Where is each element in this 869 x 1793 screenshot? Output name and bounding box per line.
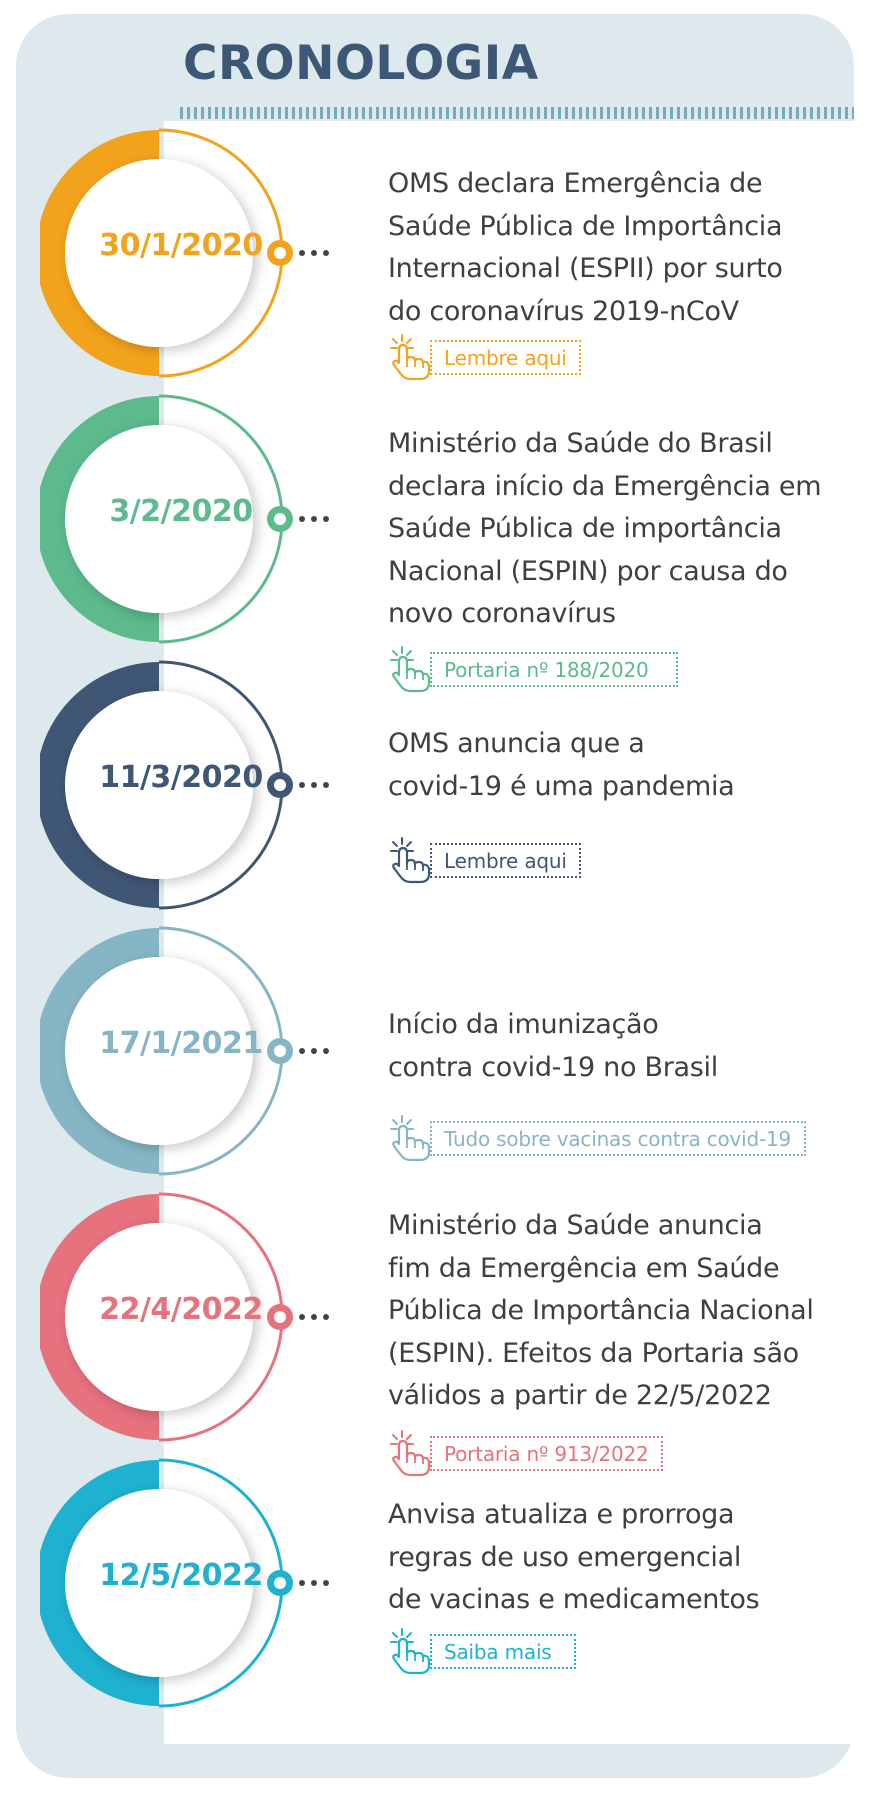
timeline-link-button[interactable]: Portaria nº 913/2022 <box>388 1427 663 1477</box>
timeline-ring <box>40 660 293 910</box>
connector-dots <box>299 1314 329 1320</box>
timeline-description: OMS anuncia que a covid-19 é uma pandemi… <box>388 728 735 802</box>
timeline-link-button[interactable]: Portaria nº 188/2020 <box>388 643 678 693</box>
pointing-hand-icon <box>390 334 431 381</box>
tick-ruler <box>180 107 854 119</box>
timeline-link-button[interactable]: Lembre aqui <box>388 834 581 884</box>
timeline-link-label[interactable]: Tudo sobre vacinas contra covid-19 <box>430 1121 806 1156</box>
connector-dots <box>299 250 329 256</box>
timeline-link-label[interactable]: Lembre aqui <box>430 340 581 375</box>
content-panel <box>164 121 854 1744</box>
timeline-date: 30/1/2020 <box>99 228 263 263</box>
timeline-ring <box>40 394 293 644</box>
connector-dots <box>299 1048 329 1054</box>
timeline-ring <box>40 128 293 378</box>
timeline-entry: 30/1/2020 OMS declara Emergência de Saúde… <box>0 120 869 386</box>
timeline-entry: 22/4/2022 Ministério da Saúde anuncia fim… <box>0 1184 869 1477</box>
page-title: CRONOLOGIA <box>183 36 539 91</box>
timeline-ring <box>40 1458 293 1708</box>
timeline-description: Anvisa atualiza e prorroga regras de uso… <box>388 1499 760 1615</box>
timeline-link-button[interactable]: Tudo sobre vacinas contra covid-19 <box>388 1112 806 1162</box>
pointing-hand-icon <box>390 1628 431 1675</box>
timeline-description: Início da imunização contra covid-19 no … <box>388 1009 718 1083</box>
pointing-hand-icon <box>390 646 431 693</box>
connector-dots <box>299 782 329 788</box>
timeline-link-label[interactable]: Portaria nº 188/2020 <box>430 652 678 687</box>
pointing-hand-icon <box>390 1430 431 1477</box>
timeline-date: 3/2/2020 <box>109 494 253 529</box>
timeline-entry: 17/1/2021 Início da imunização contra cov… <box>0 918 869 1184</box>
timeline-entry: 11/3/2020 OMS anuncia que a covid-19 é um… <box>0 652 869 918</box>
timeline-date: 22/4/2022 <box>99 1292 263 1327</box>
pointing-hand-icon <box>390 837 431 884</box>
timeline-entry: 12/5/2022 Anvisa atualiza e prorroga regr… <box>0 1450 869 1716</box>
timeline-entry: 3/2/2020 Ministério da Saúde do Brasil de… <box>0 386 869 693</box>
timeline-link-label[interactable]: Saiba mais <box>430 1634 576 1669</box>
timeline-description: Ministério da Saúde anuncia fim da Emerg… <box>388 1210 814 1411</box>
connector-dots <box>299 516 329 522</box>
timeline-ring <box>40 1192 293 1442</box>
timeline-date: 17/1/2021 <box>99 1026 263 1061</box>
timeline-description: OMS declara Emergência de Saúde Pública … <box>388 168 783 327</box>
timeline-description: Ministério da Saúde do Brasil declara in… <box>388 428 822 629</box>
timeline-date: 11/3/2020 <box>99 760 263 795</box>
connector-dots <box>299 1580 329 1586</box>
timeline-date: 12/5/2022 <box>99 1558 263 1593</box>
timeline-link-button[interactable]: Lembre aqui <box>388 331 581 381</box>
timeline-link-label[interactable]: Portaria nº 913/2022 <box>430 1436 663 1471</box>
timeline-ring <box>40 926 293 1176</box>
timeline-link-label[interactable]: Lembre aqui <box>430 843 581 878</box>
timeline-link-button[interactable]: Saiba mais <box>388 1625 576 1675</box>
pointing-hand-icon <box>390 1115 431 1162</box>
